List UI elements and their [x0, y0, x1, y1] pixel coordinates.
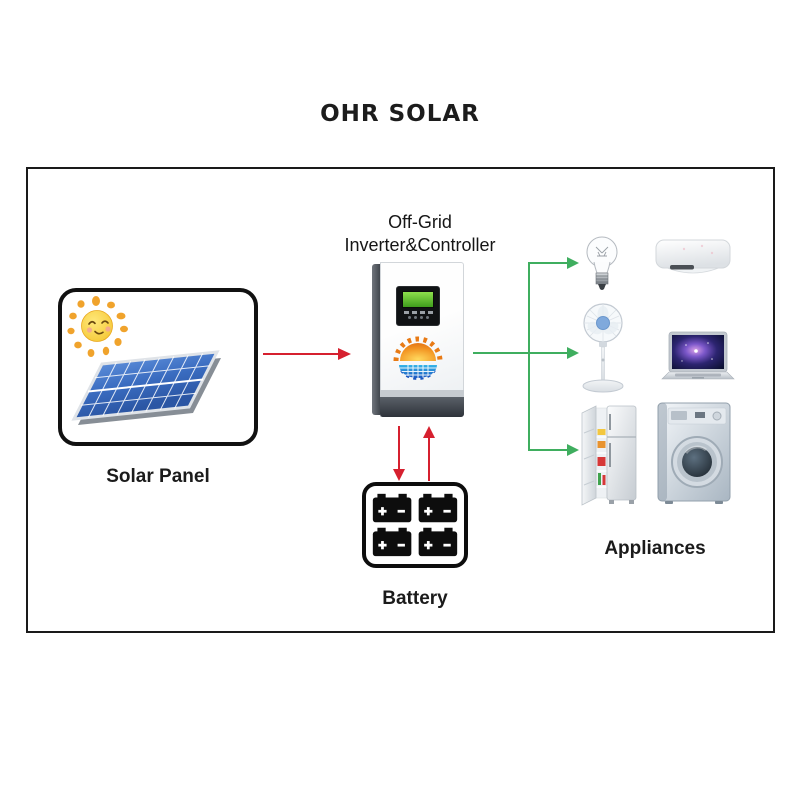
inverter-bottom-vent	[380, 397, 464, 417]
inverter-label: Off-Grid Inverter&Controller	[310, 211, 530, 257]
smiling-sun-icon	[67, 296, 128, 357]
light-bulb-icon	[586, 236, 618, 290]
inverter-lcd-display	[396, 286, 440, 326]
lcd-screen	[402, 291, 434, 308]
battery-label: Battery	[382, 588, 448, 609]
inverter-label-line2: Inverter&Controller	[344, 235, 496, 256]
solar-panel-label: Solar Panel	[106, 466, 210, 487]
washing-machine-icon	[657, 402, 731, 504]
laptop-icon	[661, 331, 735, 380]
inverter-label-line1: Off-Grid	[388, 212, 452, 232]
appliances-label: Appliances	[604, 538, 706, 559]
inverter-sun-logo-icon	[393, 336, 443, 380]
inverter-side-panel	[372, 264, 381, 415]
solar-panel-icon	[62, 332, 254, 440]
air-conditioner-icon	[655, 239, 731, 274]
refrigerator-icon	[581, 405, 637, 506]
inverter-icon	[372, 262, 464, 417]
standing-fan-icon	[582, 303, 624, 393]
battery-bank-icon	[372, 493, 458, 557]
solar-panel-node	[58, 288, 258, 446]
page-title: OHR SOLAR	[320, 101, 480, 127]
battery-node	[362, 482, 468, 568]
